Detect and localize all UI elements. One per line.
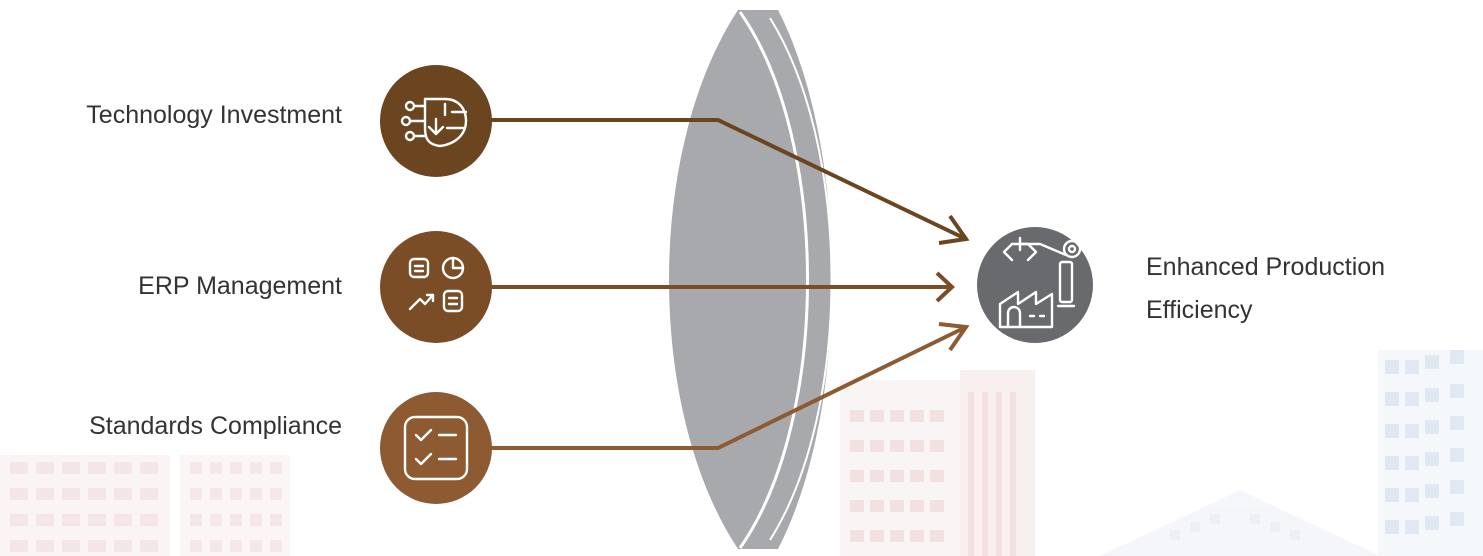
focus-lens xyxy=(669,10,832,549)
node-circle xyxy=(380,392,492,504)
label-technology-investment: Technology Investment xyxy=(12,98,342,132)
label-erp-management: ERP Management xyxy=(12,269,342,303)
label-standards-compliance: Standards Compliance xyxy=(12,409,342,443)
node-erp-management xyxy=(380,231,492,343)
building-right-low xyxy=(1100,490,1380,556)
node-standards-compliance xyxy=(380,392,492,504)
building-center xyxy=(840,370,1035,556)
node-circle xyxy=(380,231,492,343)
building-right-tower xyxy=(1378,350,1483,556)
label-output-line2: Efficiency xyxy=(1146,293,1253,327)
node-enhanced-production-efficiency xyxy=(977,227,1093,343)
node-technology-investment xyxy=(380,65,492,177)
building-left-1 xyxy=(0,455,170,556)
building-left-2 xyxy=(180,455,290,556)
label-output-line1: Enhanced Production xyxy=(1146,250,1385,284)
